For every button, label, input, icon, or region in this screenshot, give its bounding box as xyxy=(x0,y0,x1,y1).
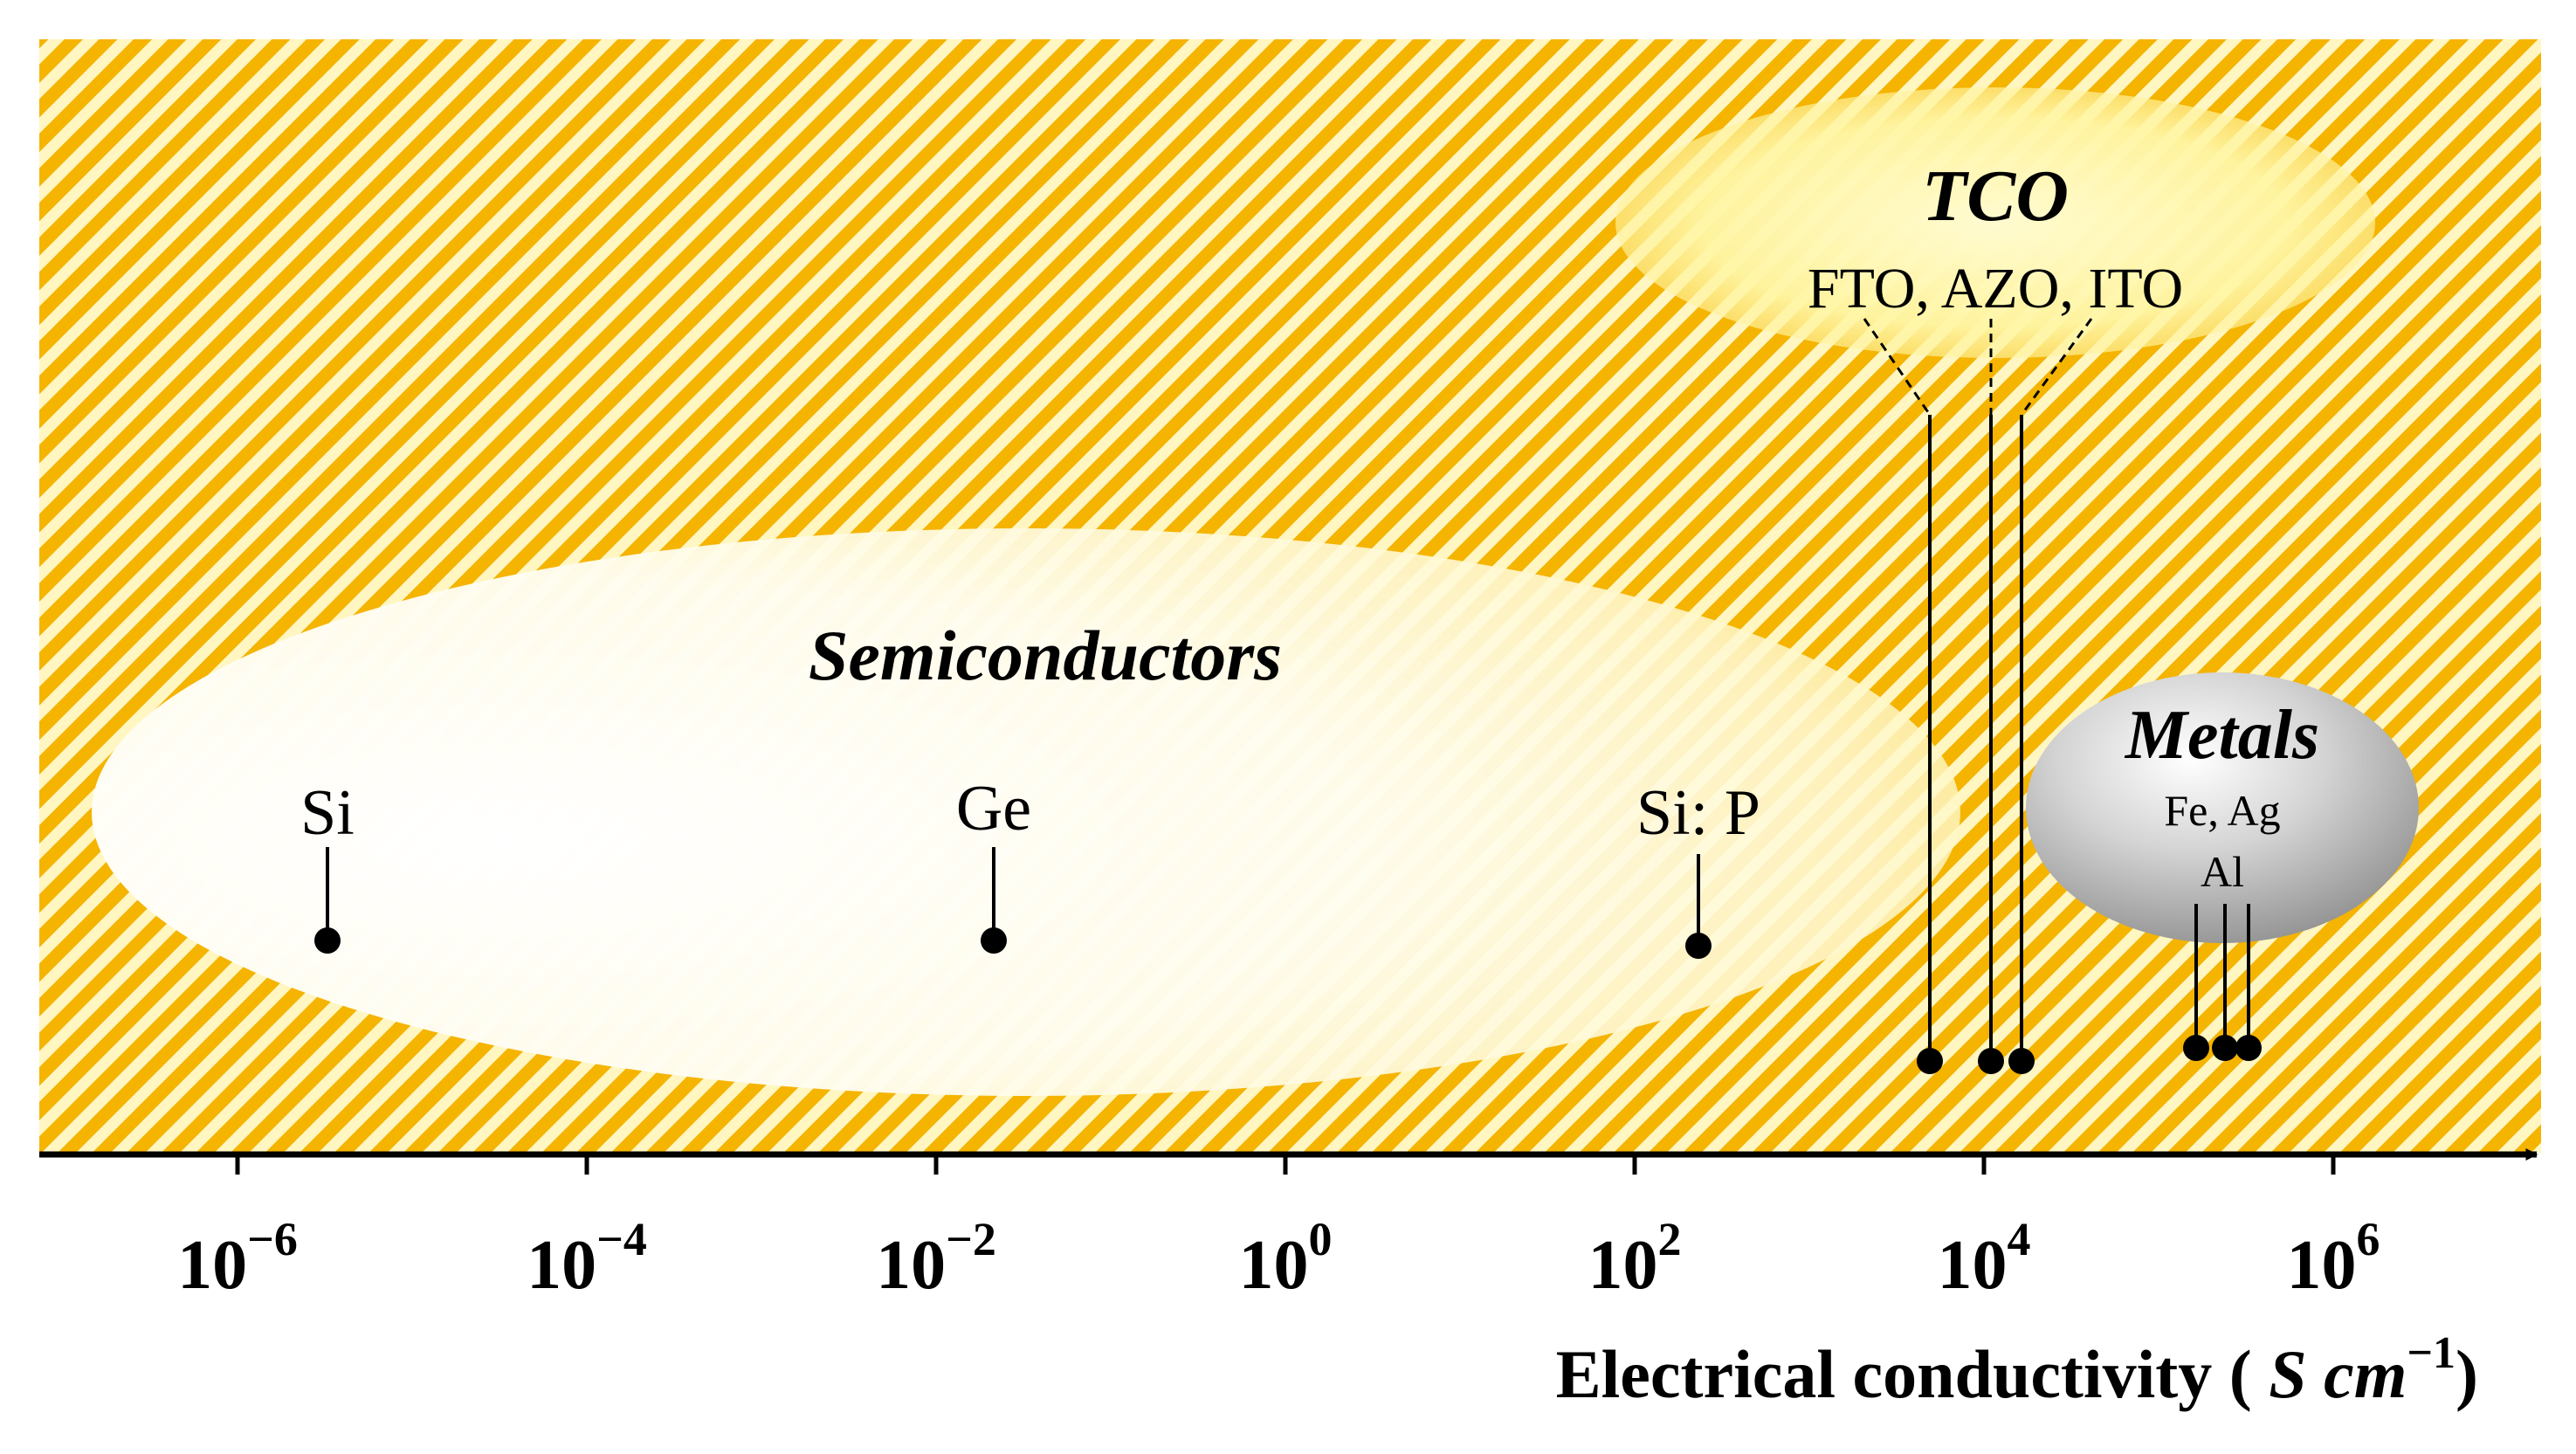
metals-region xyxy=(2026,672,2419,943)
semiconductor-dot-si-p xyxy=(1685,933,1712,959)
tco-connectors xyxy=(1863,318,2093,1074)
semiconductors-region xyxy=(92,528,1960,1096)
semiconductor-marker-ge: Ge xyxy=(956,773,1031,954)
tco-members-label: FTO, AZO, ITO xyxy=(1808,257,2183,320)
metals-connectors xyxy=(2183,904,2262,1061)
x-axis-title: Electrical conductivity ( S cm−1) xyxy=(1556,1328,2478,1412)
x-tick-label-5: 104 xyxy=(1938,1213,2031,1304)
x-tick-label-6: 106 xyxy=(2287,1213,2380,1304)
tco-title: TCO xyxy=(1922,155,2069,237)
semiconductors-title: Semiconductors xyxy=(809,616,1282,695)
tco-dot-azo xyxy=(1978,1048,2004,1074)
tco-dot-ito xyxy=(2008,1048,2035,1074)
x-axis-ticks xyxy=(235,1154,2336,1175)
x-axis-tick-labels: 10−6 10−4 10−2 100 102 104 106 xyxy=(177,1213,2380,1304)
x-tick-label-2: 10−2 xyxy=(876,1213,996,1304)
tco-dot-fto xyxy=(1917,1048,1943,1074)
tco-region xyxy=(1615,87,2375,358)
metals-members-line1: Fe, Ag xyxy=(2164,786,2280,835)
x-tick-label-1: 10−4 xyxy=(527,1213,647,1304)
tco-dashed-leader-fto xyxy=(1863,318,1932,416)
metals-dot-ag xyxy=(2212,1035,2238,1061)
semiconductor-marker-si: Si xyxy=(300,777,355,954)
semiconductor-marker-si-p: Si: P xyxy=(1636,777,1760,959)
metals-members-line2: Al xyxy=(2201,847,2244,896)
metals-dot-fe xyxy=(2183,1035,2209,1061)
semiconductor-label-si-p: Si: P xyxy=(1636,777,1760,849)
x-tick-label-0: 10−6 xyxy=(177,1213,298,1304)
x-tick-label-4: 102 xyxy=(1588,1213,1682,1304)
metals-title: Metals xyxy=(2124,697,2319,774)
semiconductor-label-ge: Ge xyxy=(956,773,1031,844)
semiconductor-dot-ge xyxy=(981,927,1007,954)
tco-dashed-leader-ito xyxy=(2020,318,2093,416)
semiconductor-dot-si xyxy=(314,927,341,954)
semiconductor-label-si: Si xyxy=(300,777,355,849)
x-tick-label-3: 100 xyxy=(1239,1213,1333,1304)
metals-dot-al xyxy=(2235,1035,2262,1061)
